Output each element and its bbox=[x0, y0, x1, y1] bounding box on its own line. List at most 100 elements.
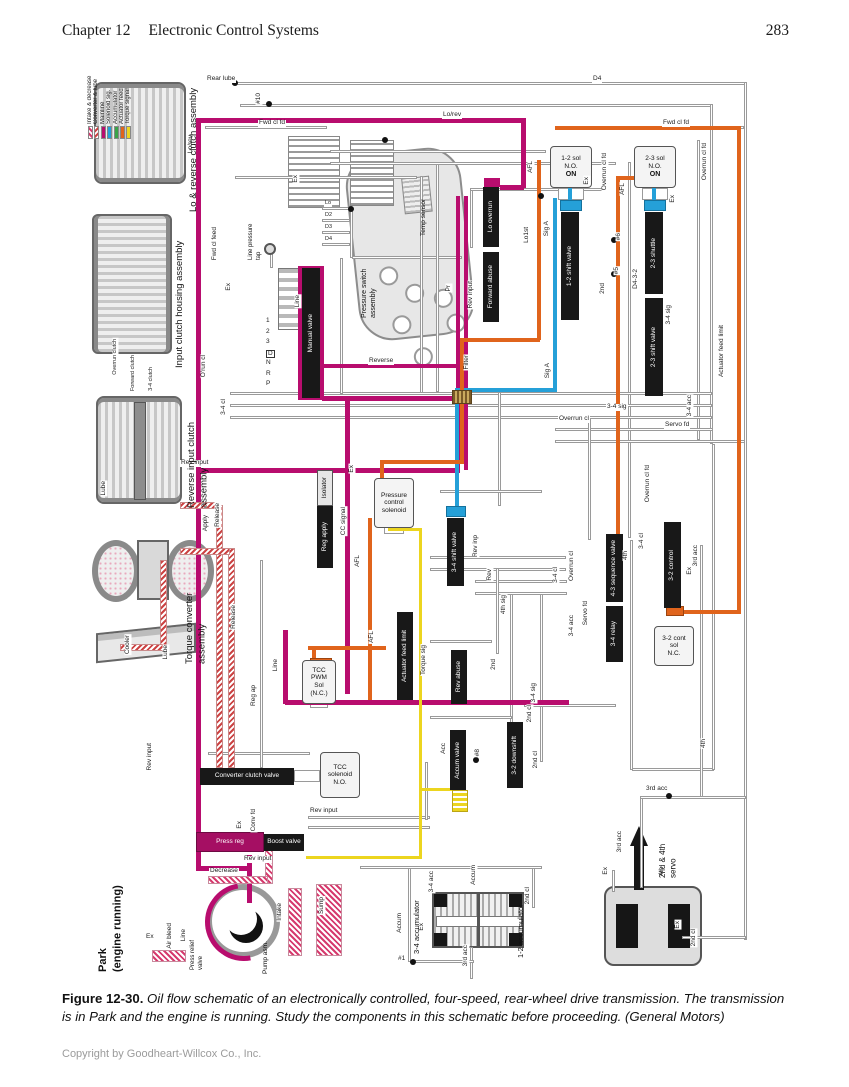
line-label: 4th sig bbox=[500, 594, 508, 616]
line-label: Ex bbox=[674, 920, 682, 930]
accum-block bbox=[434, 894, 447, 907]
valve-label: 4-3 sequence valve bbox=[610, 539, 618, 597]
servo-rod-tip bbox=[630, 826, 648, 846]
valve-label: 3-4 shift valve bbox=[451, 531, 459, 573]
solenoid-label-line: ON bbox=[649, 170, 661, 178]
line-label: Rev bbox=[486, 568, 494, 582]
orifice-dot bbox=[473, 757, 479, 763]
line-label: Line bbox=[272, 658, 280, 673]
line-label: Actuator feed limit bbox=[718, 324, 726, 379]
gear-position-P: P bbox=[266, 380, 271, 387]
solenoid-label-line: N.C. bbox=[667, 649, 681, 657]
valve-converter-clutch-valve: Converter clutch valve bbox=[200, 768, 294, 785]
pipe-segment bbox=[460, 338, 540, 342]
pipe-segment bbox=[152, 950, 186, 962]
pipe-segment bbox=[568, 188, 572, 202]
converter-lobe-left bbox=[92, 540, 140, 602]
line-label: 2nd cl bbox=[524, 886, 532, 906]
line-label: Conv fd bbox=[250, 808, 258, 833]
pipe-segment bbox=[196, 118, 201, 870]
pipe-segment bbox=[308, 816, 430, 819]
orifice-dot bbox=[382, 137, 388, 143]
line-label: 3-4 sig bbox=[530, 682, 538, 704]
pipe-segment bbox=[475, 580, 567, 583]
legend-swatch bbox=[94, 126, 100, 139]
line-label: D3 bbox=[324, 224, 334, 231]
pipe-segment bbox=[553, 198, 557, 392]
pipe-segment bbox=[456, 196, 460, 470]
pipe-segment bbox=[419, 788, 422, 858]
input-clutch-housing-drawing bbox=[92, 214, 172, 354]
line-label: Fwd cl fd bbox=[258, 119, 287, 127]
valve-label: Lo overrun bbox=[486, 201, 494, 233]
valve-lo-overrun: Lo overrun bbox=[483, 187, 499, 247]
servo-rod bbox=[634, 844, 644, 890]
pump-drawing bbox=[189, 867, 299, 977]
legend-swatch bbox=[88, 126, 93, 139]
line-label: #5 bbox=[613, 266, 621, 276]
solenoid-label-line: sol bbox=[669, 642, 679, 650]
schematic-diagram: Lo & reverse clutch assembly Input clutc… bbox=[87, 75, 747, 979]
line-label: Cooler bbox=[124, 634, 132, 656]
valve-2-3-shift-valve: 2-3 shift valve bbox=[645, 298, 663, 396]
line-label: 3-4 acc bbox=[568, 614, 576, 638]
pipe-segment bbox=[350, 208, 353, 258]
press-relief-label: Press relief valve bbox=[190, 939, 204, 970]
legend-swatch bbox=[120, 126, 125, 139]
pipe-segment bbox=[555, 126, 739, 130]
line-label: 2nd cl bbox=[690, 928, 698, 948]
pipe-segment bbox=[388, 528, 422, 531]
line-label: 3rd acc bbox=[645, 785, 669, 793]
valve-label: Actuator feed limit bbox=[400, 629, 408, 683]
pipe-segment bbox=[160, 560, 167, 648]
state-label-line1: Park bbox=[97, 948, 109, 972]
line-label: Overrun cl fd bbox=[644, 464, 652, 504]
solenoid-label-line: control bbox=[384, 499, 404, 507]
line-label: Sig A bbox=[543, 220, 551, 238]
figure-label: Figure 12-30. bbox=[62, 991, 144, 1006]
line-label: 2nd cl bbox=[532, 750, 540, 770]
pipe-segment bbox=[260, 560, 263, 768]
pipe-segment bbox=[330, 162, 616, 165]
legend-label: Mainline bbox=[99, 101, 106, 124]
accumulator-drawing bbox=[432, 892, 524, 948]
valve-press-reg: Press reg bbox=[196, 832, 264, 852]
line-label: Servo fd bbox=[582, 600, 590, 627]
pipe-segment bbox=[712, 444, 715, 770]
line-label: Torque sig bbox=[420, 644, 428, 676]
pipe-segment bbox=[640, 798, 643, 888]
line-label: Lo1st bbox=[523, 226, 531, 244]
line-label: Fwd cl feed bbox=[211, 226, 219, 262]
pipe-segment bbox=[352, 256, 462, 259]
solenoid-label-line: N.O. bbox=[648, 162, 662, 170]
line-label: 2nd bbox=[599, 282, 607, 295]
pipe-segment bbox=[560, 200, 582, 211]
pipe-segment bbox=[232, 82, 746, 85]
valve-rev-abuse: Rev abuse bbox=[451, 650, 467, 704]
line-label: Ex bbox=[348, 464, 356, 474]
solenoid-label-line: solenoid bbox=[381, 506, 407, 514]
line-pressure-tap-fitting bbox=[264, 243, 276, 255]
line-label: 3-4 cl bbox=[638, 532, 646, 550]
pipe-segment bbox=[452, 790, 468, 812]
pipe-segment bbox=[180, 548, 230, 555]
pipe-segment bbox=[322, 231, 350, 234]
pipe-segment bbox=[470, 188, 602, 191]
pipe-segment bbox=[588, 418, 591, 540]
pipe-segment bbox=[419, 528, 422, 790]
line-label: Ex bbox=[292, 174, 300, 184]
valve-2-3-shuttle: 2-3 shuttle bbox=[645, 212, 663, 294]
solenoid-label-line: Sol bbox=[314, 682, 324, 689]
line-label: Air bleed bbox=[166, 922, 174, 950]
pipe-segment bbox=[322, 219, 350, 222]
pipe-segment bbox=[216, 505, 223, 768]
line-label: Sump bbox=[318, 896, 326, 915]
spring-stack bbox=[288, 136, 340, 208]
orifice-dot bbox=[666, 793, 672, 799]
line-label: Pr bbox=[445, 284, 453, 293]
valve-label: Press reg bbox=[216, 837, 244, 845]
pipe-segment bbox=[425, 762, 428, 820]
solenoid-label-line: TCC bbox=[312, 666, 326, 674]
